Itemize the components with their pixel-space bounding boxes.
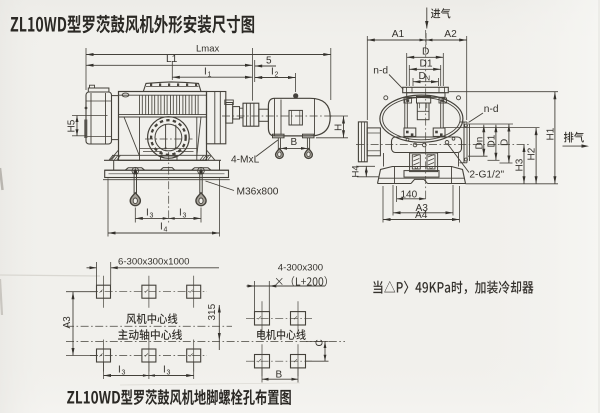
svg-text:4-MxL: 4-MxL xyxy=(231,155,260,166)
svg-text:3: 3 xyxy=(183,213,187,220)
svg-text:I: I xyxy=(160,222,163,233)
svg-text:M36x800: M36x800 xyxy=(237,187,279,198)
svg-text:D: D xyxy=(419,71,426,82)
svg-text:H2: H2 xyxy=(527,147,538,160)
svg-text:B: B xyxy=(291,137,298,148)
svg-text:H: H xyxy=(333,124,344,131)
svg-text:6-300x300x1000: 6-300x300x1000 xyxy=(118,257,189,268)
svg-text:2: 2 xyxy=(275,72,279,79)
svg-text:H3: H3 xyxy=(515,158,526,171)
svg-text:Dn: Dn xyxy=(474,137,485,150)
svg-text:H5: H5 xyxy=(67,119,78,132)
svg-text:D: D xyxy=(500,139,511,146)
svg-text:I: I xyxy=(271,67,274,78)
svg-text:3: 3 xyxy=(150,213,154,220)
svg-text:I: I xyxy=(204,67,207,78)
svg-text:D1: D1 xyxy=(487,134,498,147)
svg-text:140: 140 xyxy=(401,189,418,200)
svg-text:H1: H1 xyxy=(546,127,557,140)
svg-text:C: C xyxy=(315,339,326,346)
svg-text:n-d: n-d xyxy=(484,104,499,115)
svg-text:B: B xyxy=(276,369,283,380)
svg-text:Lmax: Lmax xyxy=(196,44,219,55)
svg-text:H4: H4 xyxy=(350,165,361,177)
svg-text:4-300x300: 4-300x300 xyxy=(278,263,323,274)
svg-text:3: 3 xyxy=(167,370,171,377)
svg-text:A3: A3 xyxy=(416,203,429,214)
svg-text:D1: D1 xyxy=(420,59,433,70)
svg-text:A4: A4 xyxy=(415,210,428,221)
svg-text:L1: L1 xyxy=(166,54,178,65)
svg-text:3: 3 xyxy=(122,370,126,377)
svg-text:A2: A2 xyxy=(444,29,457,40)
svg-text:I: I xyxy=(163,365,166,376)
svg-text:A1: A1 xyxy=(392,29,405,40)
svg-text:n-d: n-d xyxy=(373,66,388,77)
svg-text:I: I xyxy=(146,208,149,219)
svg-text:2-G1/2": 2-G1/2" xyxy=(469,170,504,181)
svg-text:D: D xyxy=(422,47,429,58)
svg-text:4: 4 xyxy=(164,227,168,234)
svg-text:315: 315 xyxy=(207,303,218,320)
svg-text:N: N xyxy=(425,76,430,83)
svg-text:A3: A3 xyxy=(62,316,73,329)
svg-text:1: 1 xyxy=(208,72,212,79)
svg-text:I: I xyxy=(179,208,182,219)
svg-text:I: I xyxy=(118,365,121,376)
svg-text:5: 5 xyxy=(266,56,272,67)
